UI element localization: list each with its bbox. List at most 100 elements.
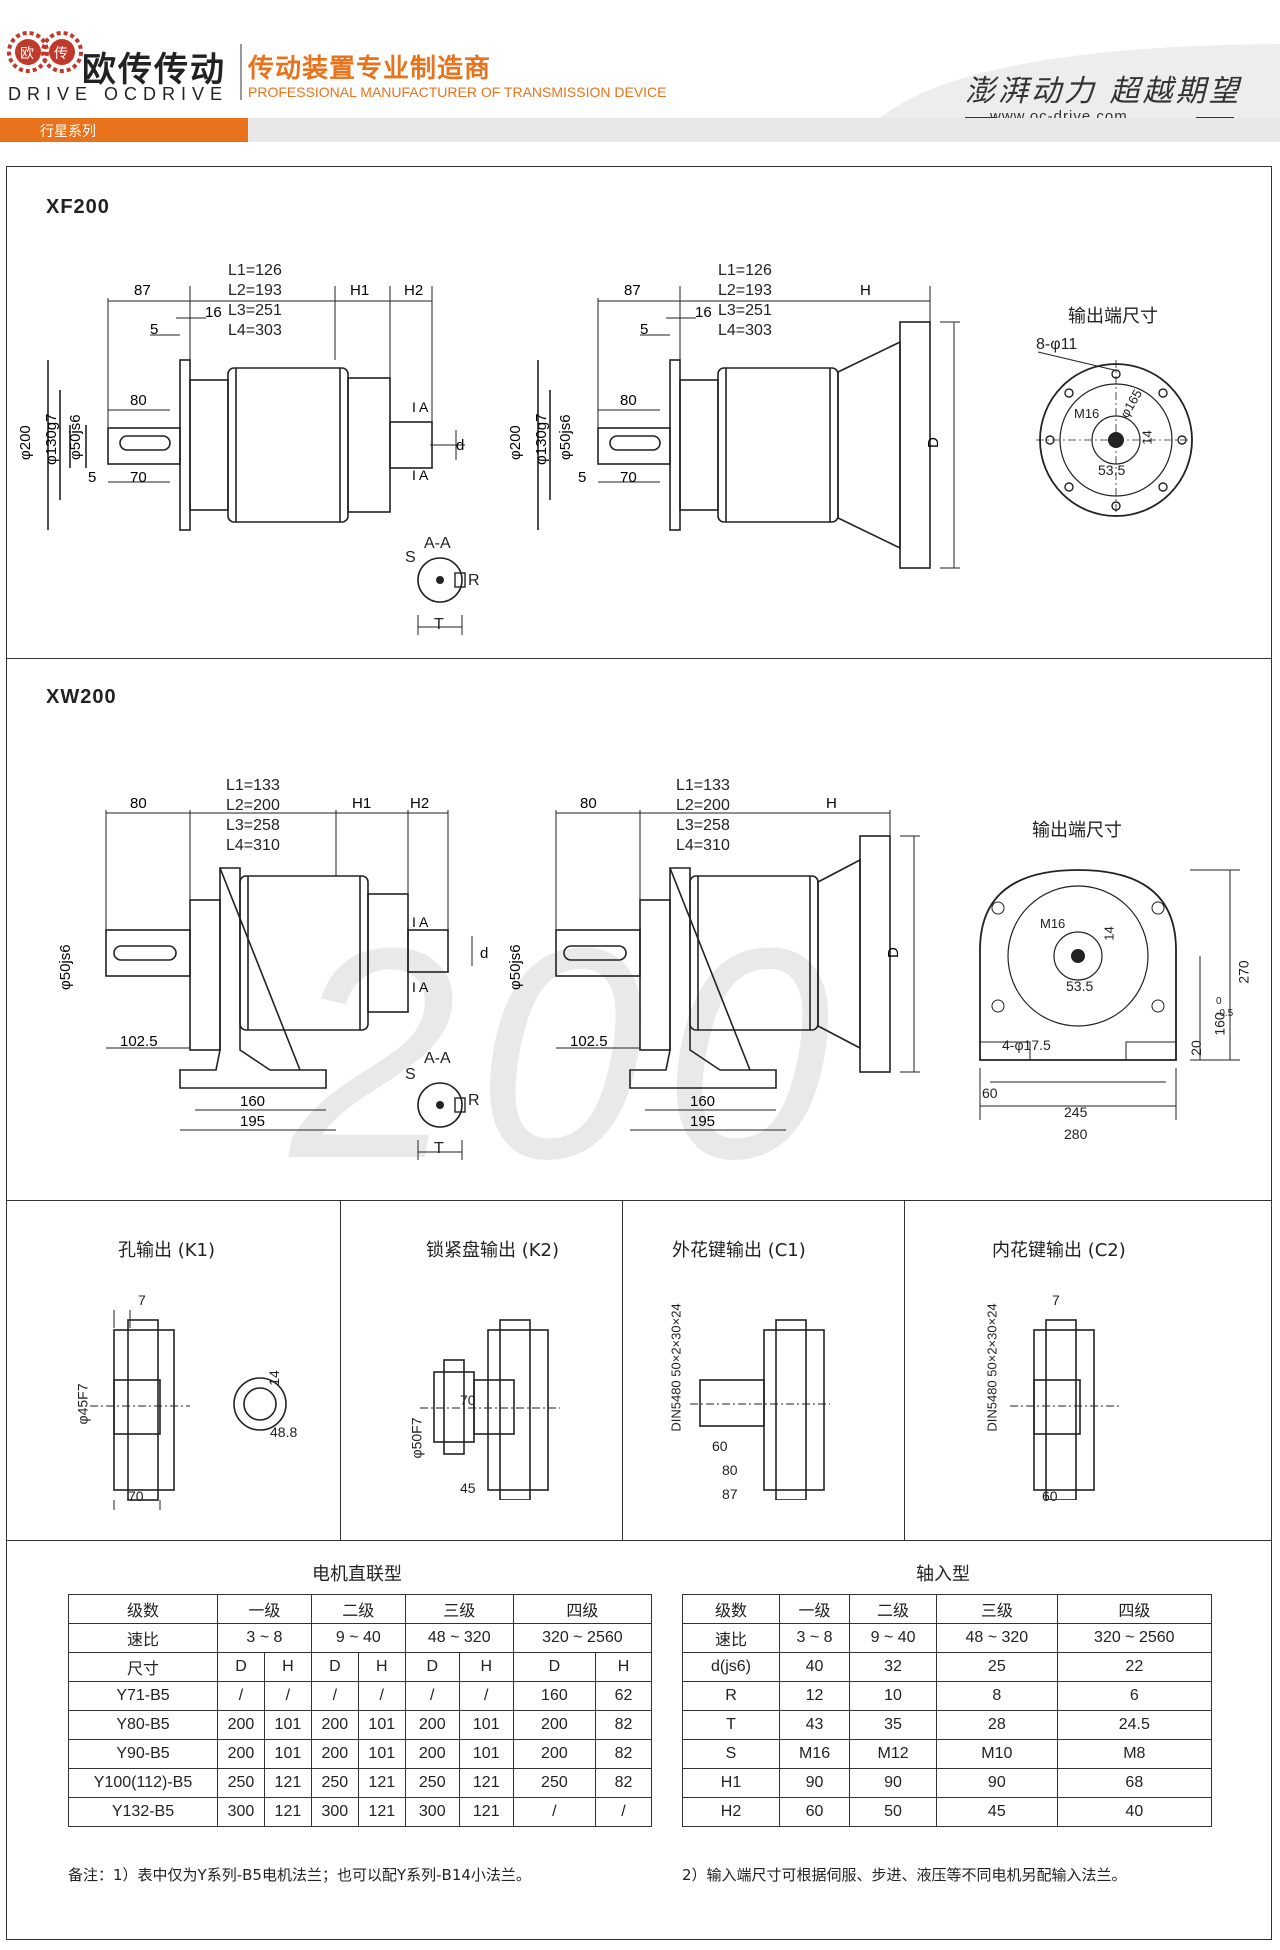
svg-text:5: 5 <box>640 321 648 338</box>
note-2: 2）输入端尺寸可根据伺服、步进、液压等不同电机另配输入法兰。 <box>682 1866 1127 1884</box>
xf-section-aa <box>417 557 466 635</box>
xf-M16: M16 <box>1074 406 1100 421</box>
xw-280: 280 <box>1064 1126 1088 1142</box>
company-slogan-en: PROFESSIONAL MANUFACTURER OF TRANSMISSIO… <box>248 84 667 100</box>
xf-T: T <box>434 616 444 633</box>
svg-text:5: 5 <box>578 469 586 486</box>
svg-text:87: 87 <box>624 282 641 299</box>
svg-text:5: 5 <box>88 469 96 486</box>
watermark-200: 200 <box>290 885 851 1221</box>
svg-text:φ200: φ200 <box>507 425 524 460</box>
svg-text:80: 80 <box>130 795 147 812</box>
category-tab: 行星系列 <box>0 118 248 142</box>
xf-shaft-drawing: 87 5 16 80 5 70 H D φ200 φ130g7 φ50js6 <box>507 282 960 569</box>
xw-535: 53.5 <box>1066 978 1094 994</box>
svg-text:φ50js6: φ50js6 <box>67 414 84 460</box>
divider-v3 <box>904 1200 905 1540</box>
svg-text:H2: H2 <box>404 282 423 299</box>
svg-text:80: 80 <box>580 795 597 812</box>
svg-text:D: D <box>885 947 902 958</box>
xf2-L2: L2=193 <box>718 282 772 299</box>
xw-output-flange <box>979 869 1240 1120</box>
svg-text:H: H <box>826 795 837 812</box>
page-header: 欧 传 欧传传动 DRIVE OCDRIVE 传动装置专业制造商 PROFESS… <box>0 0 1280 142</box>
c1-dim-din: DIN5480 50×2×30×24 <box>668 1303 684 1432</box>
variant-title-c2: 内花键输出 (C2) <box>992 1240 1126 1261</box>
svg-text:φ50js6: φ50js6 <box>57 944 74 990</box>
k1-dim-7: 7 <box>138 1292 146 1308</box>
svg-text:16: 16 <box>205 304 222 321</box>
xw-M16: M16 <box>1040 916 1066 931</box>
divider-v2 <box>622 1200 623 1540</box>
svg-text:70: 70 <box>130 469 147 486</box>
xw2-L2: L2=200 <box>676 797 730 814</box>
svg-text:I A: I A <box>412 399 429 415</box>
xf2-L3: L3=251 <box>718 302 772 319</box>
variant-c2-drawing <box>1010 1319 1120 1500</box>
xf-L3: L3=251 <box>228 302 282 319</box>
xw-245: 245 <box>1064 1104 1088 1120</box>
xf2-L1: L1=126 <box>718 262 772 279</box>
svg-text:H1: H1 <box>352 795 371 812</box>
variant-c1-drawing <box>690 1319 830 1500</box>
svg-text:φ50js6: φ50js6 <box>507 944 524 990</box>
svg-text:195: 195 <box>690 1113 715 1130</box>
divider-1 <box>6 658 1272 659</box>
svg-text:d: d <box>480 945 488 962</box>
svg-text:H2: H2 <box>410 795 429 812</box>
xf-output-title: 输出端尺寸 <box>1068 306 1158 327</box>
xf-aa: A-A <box>424 535 451 552</box>
svg-text:I A: I A <box>412 467 429 483</box>
xf2-L4: L4=303 <box>718 322 772 339</box>
header-divider <box>240 44 242 100</box>
svg-text:I A: I A <box>412 979 429 995</box>
variant-title-k2: 锁紧盘输出 (K2) <box>426 1240 560 1261</box>
svg-text:5: 5 <box>150 321 158 338</box>
xf-L2: L2=193 <box>228 282 282 299</box>
divider-v1 <box>340 1200 341 1540</box>
xw-270: 270 <box>1235 960 1252 984</box>
xw-tol-up: 0 <box>1216 996 1222 1007</box>
k1-dim-70: 70 <box>128 1488 144 1504</box>
svg-text:102.5: 102.5 <box>570 1033 608 1050</box>
xw-T: T <box>434 1140 444 1157</box>
k2-dim-phi50: φ50F7 <box>408 1417 425 1459</box>
drawing-frame <box>6 166 1272 1940</box>
variant-title-c1: 外花键输出 (C1) <box>672 1240 806 1261</box>
c2-dim-7: 7 <box>1052 1292 1060 1308</box>
xf-R: R <box>468 572 480 589</box>
note-1: 备注：1）表中仅为Y系列-B5电机法兰；也可以配Y系列-B14小法兰。 <box>68 1866 531 1884</box>
divider-2 <box>6 1200 1272 1201</box>
xw2-L3: L3=258 <box>676 817 730 834</box>
svg-text:195: 195 <box>240 1113 265 1130</box>
k1-dim-488: 48.8 <box>270 1424 298 1440</box>
k2-dim-45: 45 <box>460 1480 476 1496</box>
svg-text:d: d <box>456 437 464 454</box>
xf-14: 14 <box>1139 430 1155 445</box>
xw-20: 20 <box>1187 1040 1204 1056</box>
k1-dim-14: 14 <box>265 1370 282 1386</box>
svg-text:H: H <box>860 282 871 299</box>
xw-motor-drawing: 80 H1 H2 102.5 160 195 d φ50js6 I A I A <box>57 795 488 1131</box>
xf-L4: L4=303 <box>228 322 282 339</box>
company-slogan: 传动装置专业制造商 <box>248 54 492 84</box>
xw-L4: L4=310 <box>226 837 280 854</box>
xf-535: 53.5 <box>1098 462 1126 478</box>
table-shaft-title: 轴入型 <box>916 1564 970 1585</box>
svg-text:16: 16 <box>695 304 712 321</box>
xw-tol-dn: -0.5 <box>1216 1008 1234 1019</box>
variant-k1-drawing <box>90 1310 287 1510</box>
c1-dim-60: 60 <box>712 1438 728 1454</box>
xw-L1: L1=133 <box>226 777 280 794</box>
divider-3 <box>6 1540 1272 1541</box>
table-motor-title: 电机直联型 <box>312 1564 402 1585</box>
svg-text:φ130g7: φ130g7 <box>533 414 550 465</box>
xw-60: 60 <box>982 1085 998 1101</box>
xw-section-aa <box>417 1082 466 1160</box>
svg-text:70: 70 <box>620 469 637 486</box>
